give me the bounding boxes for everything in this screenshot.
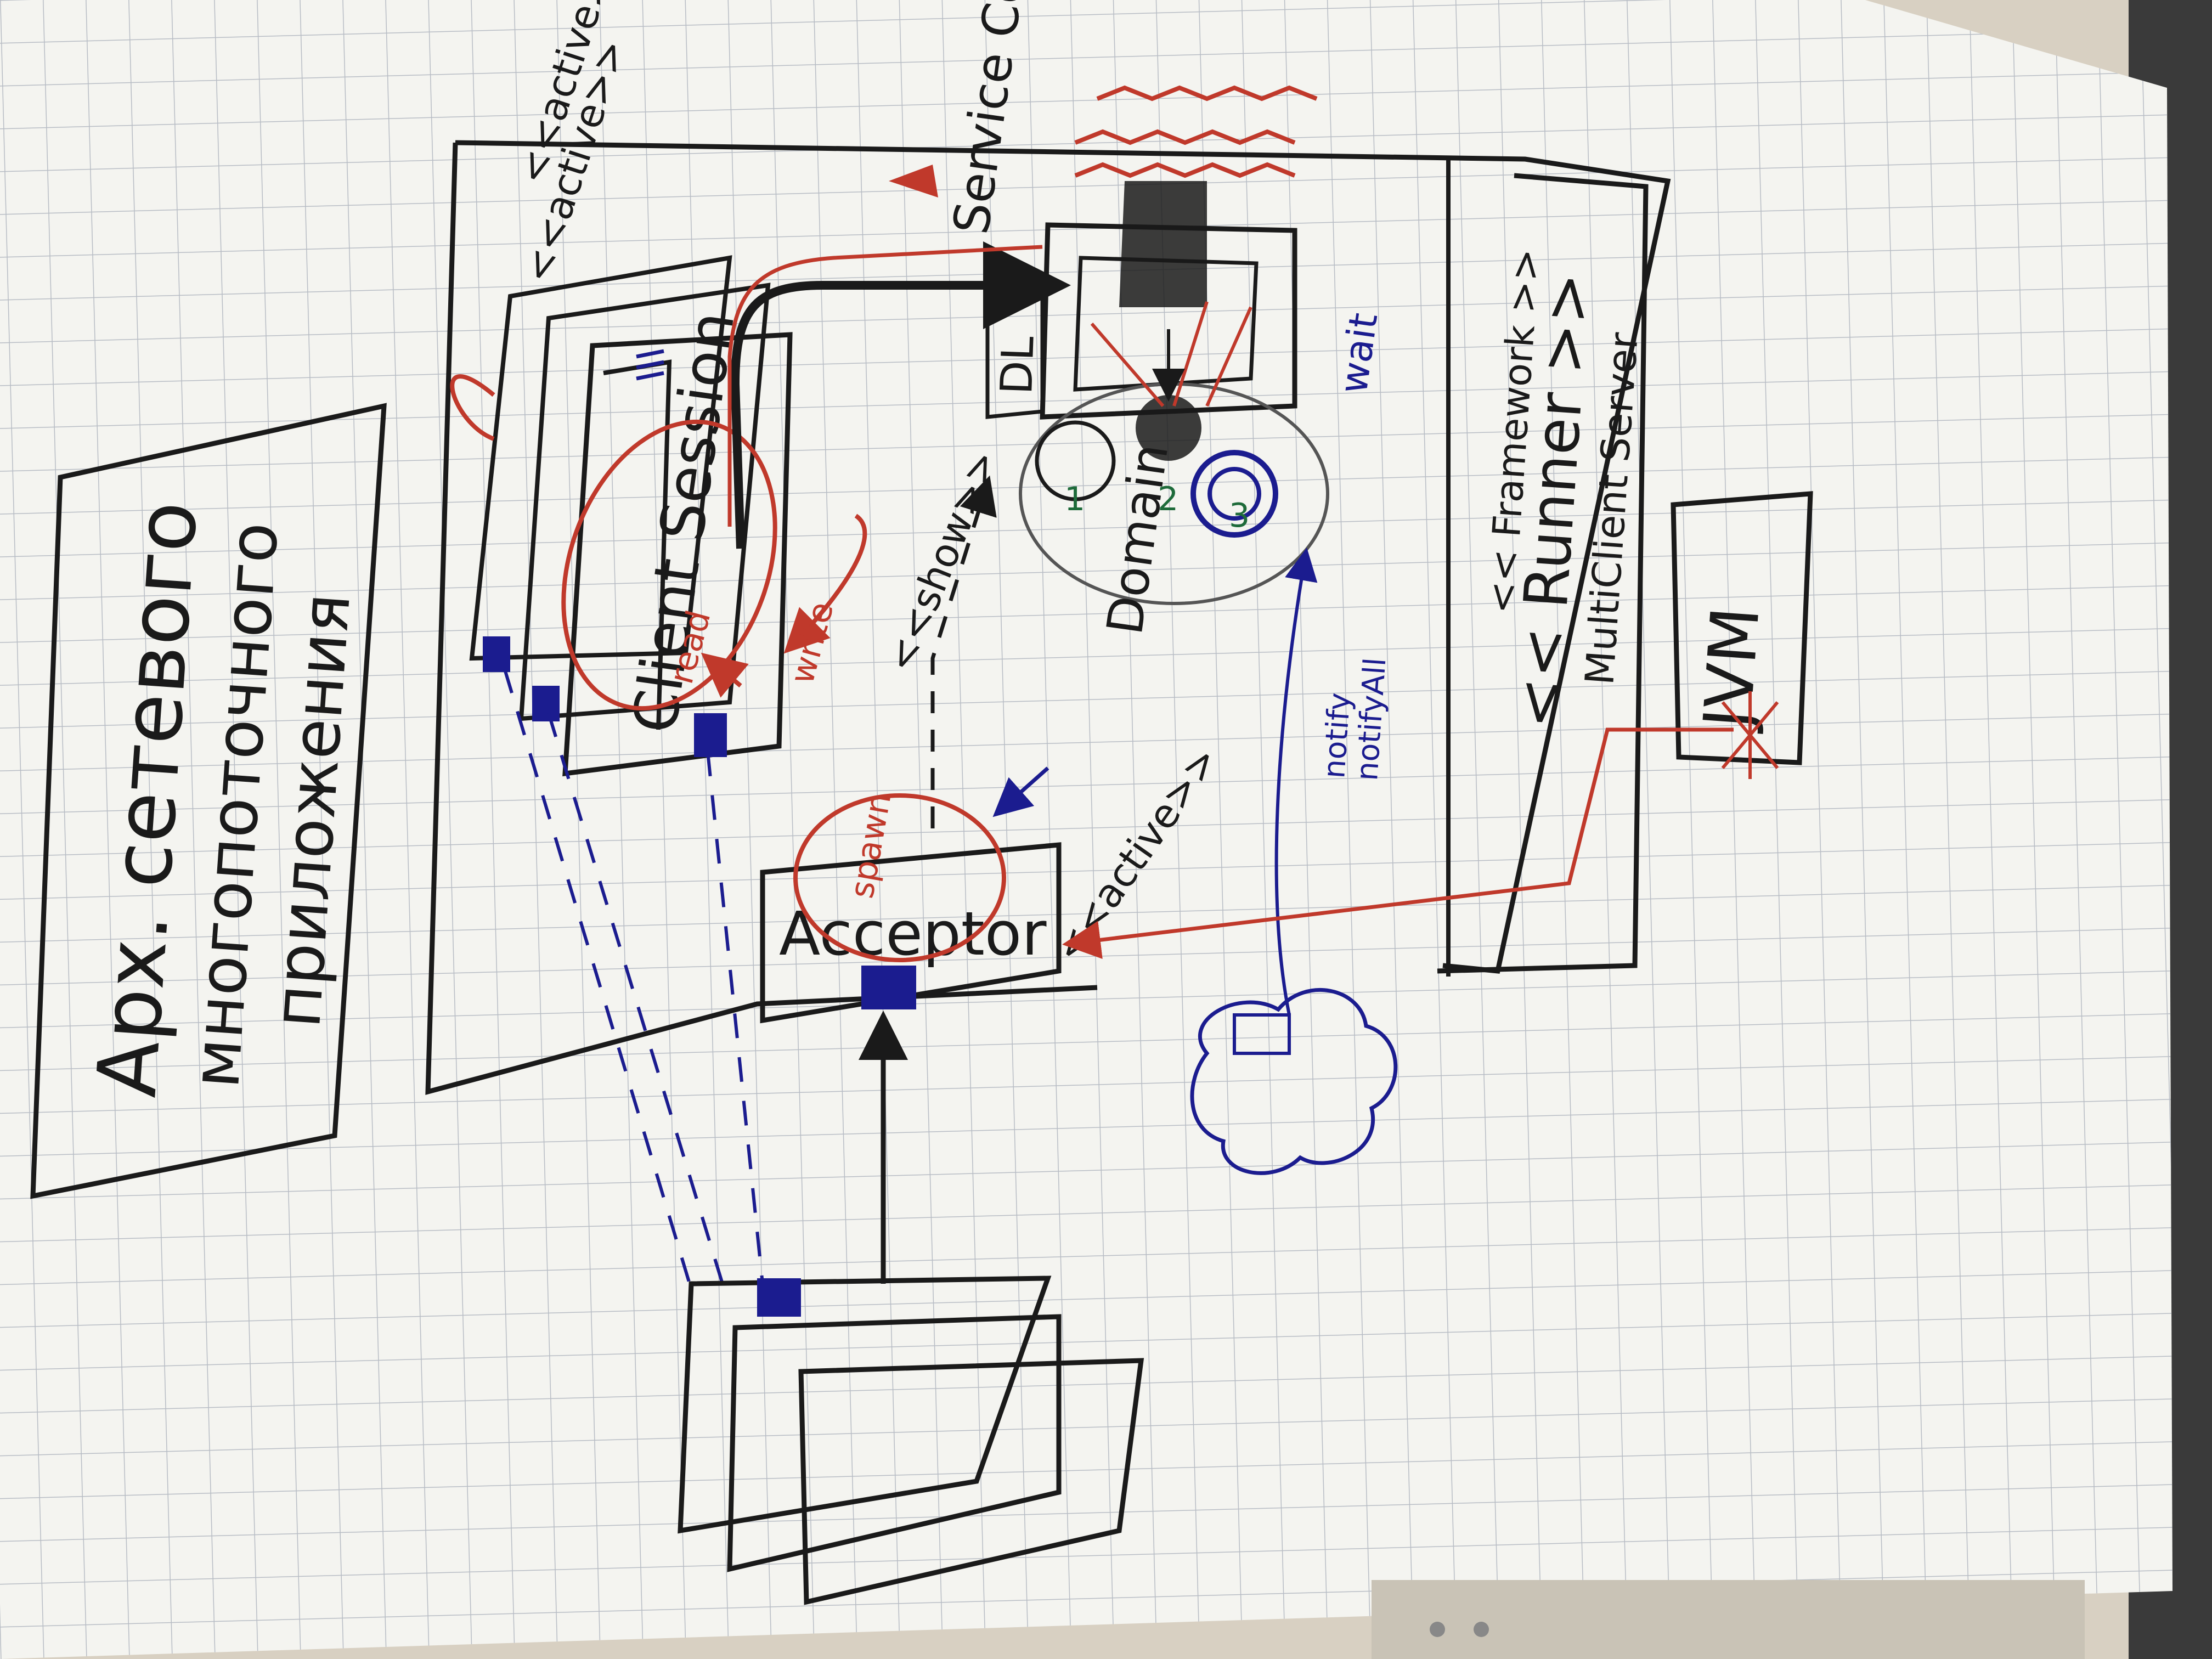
easel-screw	[1430, 1622, 1445, 1637]
dl-label: DL	[991, 335, 1044, 396]
red-scribble	[1096, 85, 1318, 101]
database-cloud	[1190, 548, 1398, 1175]
title-box: Арх. сетевого многопоточного приложения	[30, 403, 387, 1199]
acceptor-port	[861, 966, 916, 1009]
session-port	[532, 686, 560, 721]
notify-all-label: notifyAll	[1349, 657, 1393, 782]
red-scribble	[1074, 162, 1296, 178]
thread-1-label: 1	[1064, 480, 1085, 518]
wait-label: wait	[1331, 310, 1387, 396]
client-session-stack: Client Session	[469, 255, 793, 777]
clients-stack	[678, 1276, 1144, 1605]
red-flag	[889, 165, 938, 198]
red-scribble	[1074, 129, 1296, 145]
thread-3-label: 3	[1229, 496, 1250, 535]
session-to-service-arrow	[730, 241, 1071, 549]
jvm-box: JVM	[1671, 491, 1813, 779]
client-port	[757, 1278, 801, 1317]
show-dependency	[930, 475, 997, 828]
client-connections	[503, 669, 764, 1290]
easel-bar	[1372, 1580, 2085, 1659]
session-port	[483, 636, 510, 672]
notify-label: notify	[1316, 692, 1357, 780]
read-write-loops	[450, 374, 867, 711]
easel-screw	[1474, 1622, 1489, 1637]
session-service-red-line	[727, 245, 1043, 527]
session-port	[694, 713, 727, 757]
thread-2-label: 2	[1158, 480, 1178, 518]
jvm-start-line	[1062, 727, 1734, 960]
